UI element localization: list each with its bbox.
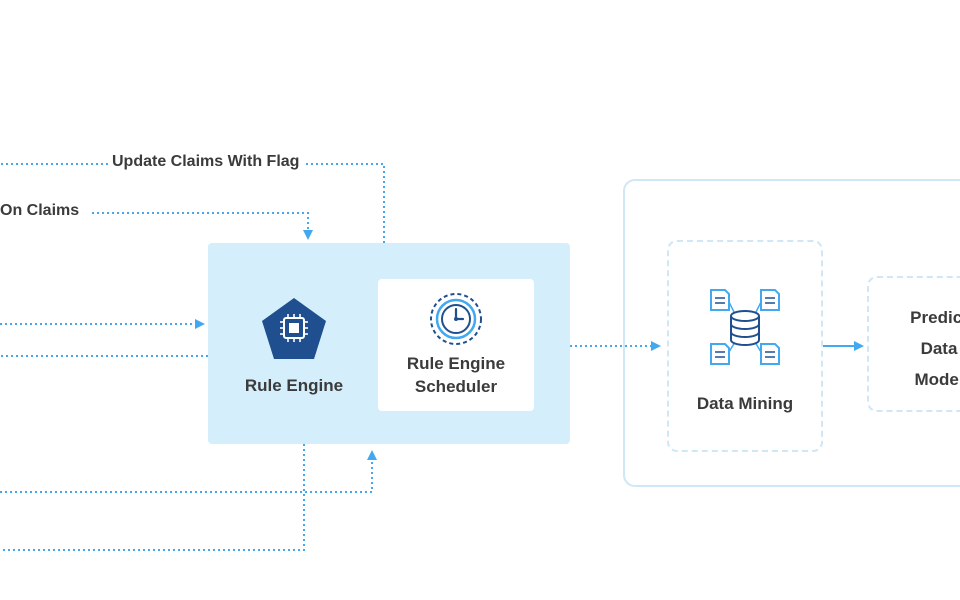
rule-engine-panel: Rule Engine Rule Engine Scheduler [208, 243, 570, 444]
data-mining-label: Data Mining [696, 394, 794, 413]
on-claims-connector [92, 212, 313, 240]
predict-label-line1: Predict [910, 308, 960, 327]
bottom-outgoing-connector [0, 444, 305, 551]
scheduler-label-line1: Rule Engine [406, 354, 506, 373]
update-claims-label: Update Claims With Flag [108, 153, 304, 171]
on-claims-label: On Claims [0, 202, 84, 220]
analytics-container [623, 179, 960, 487]
scheduler-label-line2: Scheduler [414, 377, 498, 396]
chip-pentagon-icon [262, 298, 326, 359]
predict-label-line2: Data [920, 339, 958, 358]
predict-label-line3: Model [914, 370, 960, 389]
predict-data-model-card: Predict Data Model [867, 276, 960, 412]
rule-engine-scheduler-card: Rule Engine Scheduler [378, 279, 534, 411]
predict-data-model-label: Predict Data Model [869, 302, 960, 395]
rule-engine-node: Rule Engine [208, 243, 378, 444]
bottom-return-connector [0, 450, 377, 493]
clock-icon [430, 293, 482, 345]
rule-engine-label: Rule Engine [244, 376, 344, 395]
data-mining-card: Data Mining [667, 240, 823, 452]
rule-engine-scheduler-label: Rule Engine Scheduler [378, 352, 534, 398]
database-documents-icon [710, 289, 780, 365]
